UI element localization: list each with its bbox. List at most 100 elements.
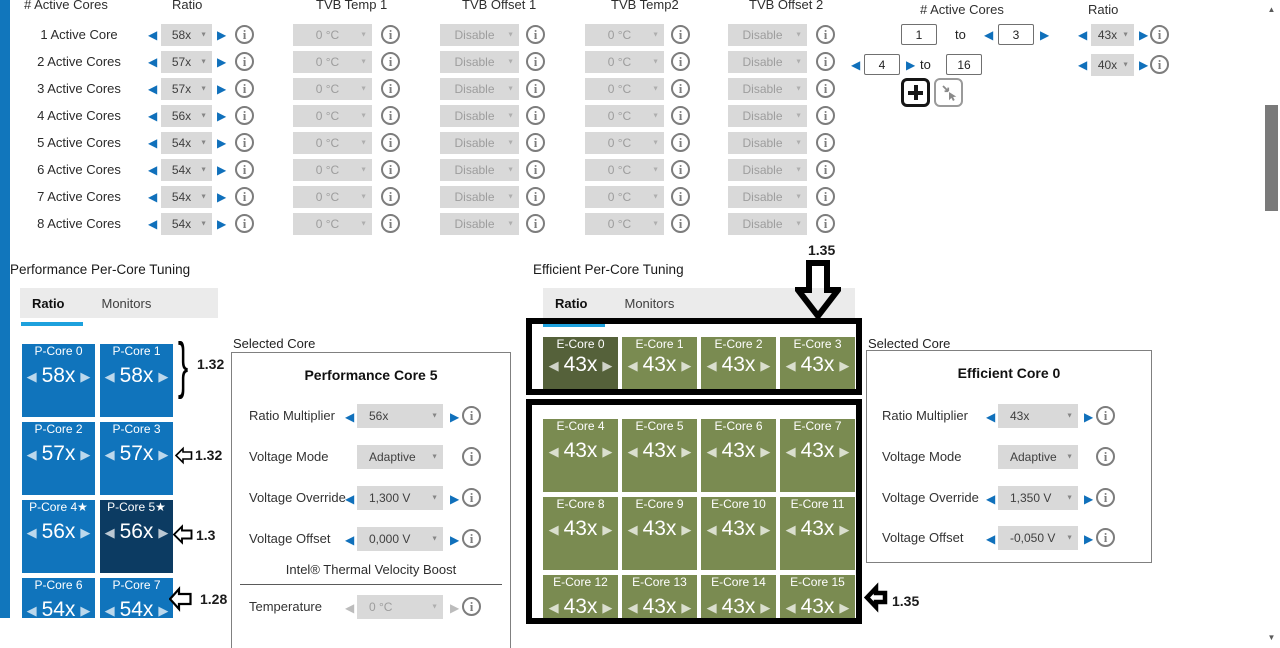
e-core-tile[interactable]: E-Core 15 43x: [780, 575, 855, 618]
ratio-increase-arrow[interactable]: [217, 105, 226, 127]
increase-ratio-arrow[interactable]: [839, 523, 849, 536]
info-icon[interactable]: [816, 133, 835, 152]
ratio-dropdown[interactable]: 56x: [161, 105, 212, 127]
increase-arrow[interactable]: [450, 488, 459, 510]
decrease-ratio-arrow[interactable]: [549, 445, 559, 458]
e-core-tile[interactable]: E-Core 0 43x: [543, 337, 618, 395]
increase-arrow[interactable]: [1084, 488, 1093, 510]
decrease-ratio-arrow[interactable]: [786, 601, 796, 614]
decrease-ratio-arrow[interactable]: [628, 601, 638, 614]
info-icon[interactable]: [816, 160, 835, 179]
decrease-ratio-arrow[interactable]: [628, 445, 638, 458]
tab-ratio[interactable]: Ratio: [32, 295, 65, 311]
ratio-increase-arrow[interactable]: [217, 78, 226, 100]
e-core-tile[interactable]: E-Core 10 43x: [701, 497, 776, 570]
increase-ratio-arrow[interactable]: [80, 604, 90, 617]
info-icon[interactable]: [381, 79, 400, 98]
group2-from-input[interactable]: [864, 54, 900, 75]
info-icon[interactable]: [462, 406, 481, 425]
info-icon[interactable]: [381, 25, 400, 44]
decrease-ratio-arrow[interactable]: [707, 523, 717, 536]
info-icon[interactable]: [671, 25, 690, 44]
info-icon[interactable]: [671, 52, 690, 71]
e-core-tile[interactable]: E-Core 1 43x: [622, 337, 697, 395]
increase-arrow[interactable]: [1084, 406, 1093, 428]
e-core-tile[interactable]: E-Core 6 43x: [701, 419, 776, 492]
decrease-ratio-arrow[interactable]: [105, 526, 115, 539]
group2-from-increase-arrow[interactable]: [906, 55, 915, 76]
e-core-tile[interactable]: E-Core 9 43x: [622, 497, 697, 570]
group1-ratio-increase-arrow[interactable]: [1139, 25, 1148, 46]
scrollbar-thumb[interactable]: [1265, 105, 1278, 211]
p-core-tile[interactable]: P-Core 6 54x: [22, 578, 95, 618]
ratio-dropdown[interactable]: 57x: [161, 78, 212, 100]
ratio-decrease-arrow[interactable]: [148, 186, 157, 208]
e-core-tile[interactable]: E-Core 2 43x: [701, 337, 776, 395]
info-icon[interactable]: [235, 25, 254, 44]
e-core-tile[interactable]: E-Core 14 43x: [701, 575, 776, 618]
info-icon[interactable]: [526, 133, 545, 152]
increase-ratio-arrow[interactable]: [80, 526, 90, 539]
decrease-ratio-arrow[interactable]: [707, 601, 717, 614]
info-icon[interactable]: [462, 447, 481, 466]
decrease-ratio-arrow[interactable]: [27, 448, 37, 461]
decrease-ratio-arrow[interactable]: [549, 359, 559, 372]
info-icon[interactable]: [235, 160, 254, 179]
increase-ratio-arrow[interactable]: [158, 604, 168, 617]
info-icon[interactable]: [235, 214, 254, 233]
e-core-tile[interactable]: E-Core 12 43x: [543, 575, 618, 618]
decrease-ratio-arrow[interactable]: [549, 601, 559, 614]
info-icon[interactable]: [526, 52, 545, 71]
group1-to-decrease-arrow[interactable]: [984, 25, 993, 46]
increase-ratio-arrow[interactable]: [158, 526, 168, 539]
decrease-ratio-arrow[interactable]: [628, 523, 638, 536]
info-icon[interactable]: [1096, 488, 1115, 507]
e-core-tile[interactable]: E-Core 5 43x: [622, 419, 697, 492]
decrease-ratio-arrow[interactable]: [707, 445, 717, 458]
ratio-decrease-arrow[interactable]: [148, 24, 157, 46]
group2-from-decrease-arrow[interactable]: [851, 55, 860, 76]
ratio-increase-arrow[interactable]: [217, 213, 226, 235]
voltage-override-dropdown[interactable]: 1,300 V: [357, 486, 443, 510]
ratio-dropdown[interactable]: 58x: [161, 24, 212, 46]
group2-ratio-decrease-arrow[interactable]: [1078, 55, 1087, 76]
ratio-multiplier-dropdown[interactable]: 43x: [998, 404, 1078, 428]
decrease-ratio-arrow[interactable]: [105, 448, 115, 461]
info-icon[interactable]: [1096, 406, 1115, 425]
p-core-tile[interactable]: P-Core 2 57x: [22, 422, 95, 495]
group1-to-increase-arrow[interactable]: [1040, 25, 1049, 46]
info-icon[interactable]: [671, 214, 690, 233]
info-icon[interactable]: [816, 187, 835, 206]
p-core-tile[interactable]: P-Core 4★ 56x: [22, 500, 95, 573]
tab-ratio[interactable]: Ratio: [555, 295, 588, 311]
decrease-arrow[interactable]: [345, 529, 354, 551]
info-icon[interactable]: [671, 133, 690, 152]
voltage-offset-dropdown[interactable]: 0,000 V: [357, 527, 443, 551]
increase-ratio-arrow[interactable]: [602, 445, 612, 458]
info-icon[interactable]: [235, 106, 254, 125]
decrease-arrow[interactable]: [986, 406, 995, 428]
info-icon[interactable]: [816, 214, 835, 233]
info-icon[interactable]: [381, 133, 400, 152]
e-core-tile[interactable]: E-Core 13 43x: [622, 575, 697, 618]
ratio-dropdown[interactable]: 54x: [161, 132, 212, 154]
info-icon[interactable]: [526, 187, 545, 206]
scroll-down-arrow[interactable]: [1263, 630, 1280, 644]
decrease-arrow[interactable]: [986, 488, 995, 510]
p-core-tile[interactable]: P-Core 3 57x: [100, 422, 173, 495]
info-icon[interactable]: [671, 187, 690, 206]
increase-ratio-arrow[interactable]: [681, 445, 691, 458]
info-icon[interactable]: [816, 25, 835, 44]
info-icon[interactable]: [235, 52, 254, 71]
e-core-tile[interactable]: E-Core 4 43x: [543, 419, 618, 492]
ratio-increase-arrow[interactable]: [217, 51, 226, 73]
increase-ratio-arrow[interactable]: [681, 359, 691, 372]
group2-ratio-increase-arrow[interactable]: [1139, 55, 1148, 76]
increase-arrow[interactable]: [450, 529, 459, 551]
info-icon[interactable]: [1150, 25, 1169, 44]
info-icon[interactable]: [526, 160, 545, 179]
ratio-increase-arrow[interactable]: [217, 159, 226, 181]
group2-to-input[interactable]: [946, 54, 982, 75]
group1-ratio-decrease-arrow[interactable]: [1078, 25, 1087, 46]
increase-ratio-arrow[interactable]: [760, 445, 770, 458]
